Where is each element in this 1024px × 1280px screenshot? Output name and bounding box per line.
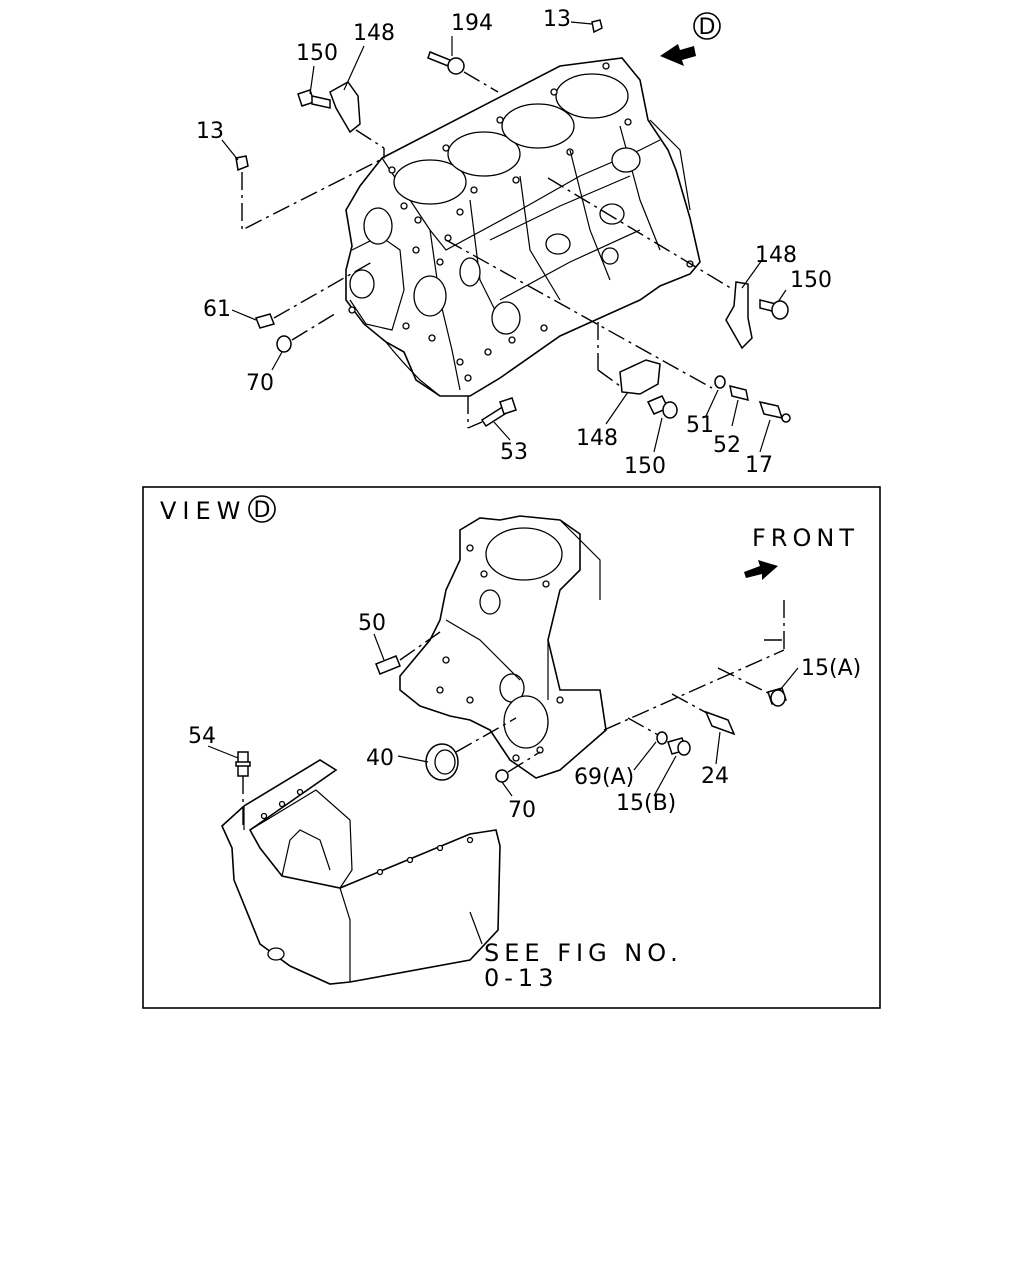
part-61-pin — [254, 313, 276, 329]
part-50-pin — [375, 655, 401, 675]
callout-13-top: 13 — [543, 7, 571, 32]
callout-54: 54 — [188, 724, 216, 749]
callout-148-right: 148 — [755, 243, 797, 268]
part-54-stud — [235, 751, 251, 777]
part-148-bracket-right — [725, 281, 753, 350]
callout-15b: 15(B) — [616, 791, 676, 816]
part-150-bolt-right — [759, 299, 789, 320]
part-13-plug-top — [591, 19, 603, 34]
view-d-title: VIEW — [160, 497, 246, 525]
cylinder-bore-2 — [447, 131, 521, 177]
callout-148-top: 148 — [353, 21, 395, 46]
view-marker-top: D — [699, 15, 716, 40]
part-70-plug-view — [495, 769, 509, 783]
oil-pan — [221, 759, 501, 985]
callout-148-bottom: 148 — [576, 426, 618, 451]
view-d-marker: D — [254, 498, 271, 523]
callout-24: 24 — [701, 764, 729, 789]
callout-69a: 69(A) — [574, 765, 634, 790]
view-d-marker-circle — [248, 495, 276, 523]
part-150-bolt-bottom — [646, 395, 678, 419]
callout-53: 53 — [500, 440, 528, 465]
part-24-fitting — [704, 710, 736, 736]
view-d-frame — [142, 486, 881, 1009]
part-15a-bolt — [767, 687, 787, 707]
callout-70-top: 70 — [246, 371, 274, 396]
callout-194: 194 — [451, 11, 493, 36]
callout-150-bottom: 150 — [624, 454, 666, 479]
part-148-bracket-top — [329, 81, 361, 134]
callout-52: 52 — [713, 433, 741, 458]
part-51-washer — [714, 375, 726, 389]
callout-40: 40 — [366, 746, 394, 771]
part-17-sensor — [758, 400, 791, 423]
callout-50: 50 — [358, 611, 386, 636]
front-arrow-icon — [744, 560, 778, 580]
callout-15a: 15(A) — [801, 656, 861, 681]
view-direction-arrow: D — [660, 12, 721, 66]
callout-70-view: 70 — [508, 798, 536, 823]
cylinder-bore-4 — [555, 73, 629, 119]
callout-13-left: 13 — [196, 119, 224, 144]
callout-150-right: 150 — [790, 268, 832, 293]
callout-51: 51 — [686, 413, 714, 438]
part-53-stud — [480, 397, 517, 428]
front-label: FRONT — [752, 524, 859, 552]
part-40-seal — [425, 743, 459, 781]
cylinder-block-drawing — [345, 57, 701, 397]
part-52-fitting — [729, 384, 749, 402]
callout-17: 17 — [745, 453, 773, 478]
part-70-plug-top — [276, 335, 292, 353]
block-side-view — [399, 515, 607, 779]
reference-line-1: SEE FIG NO. — [484, 939, 683, 967]
part-13-plug-left — [235, 155, 249, 172]
part-194-bolt — [427, 51, 465, 75]
cylinder-bore-3 — [501, 103, 575, 149]
callout-61: 61 — [203, 297, 231, 322]
callout-150-top: 150 — [296, 41, 338, 66]
cylinder-bore-1 — [393, 159, 467, 205]
part-148-bracket-bottom — [619, 359, 661, 395]
part-150-bolt-top — [297, 89, 331, 109]
part-15b-bolt — [667, 737, 691, 756]
reference-line-2: 0-13 — [484, 964, 558, 992]
part-69a-washer — [656, 731, 668, 745]
